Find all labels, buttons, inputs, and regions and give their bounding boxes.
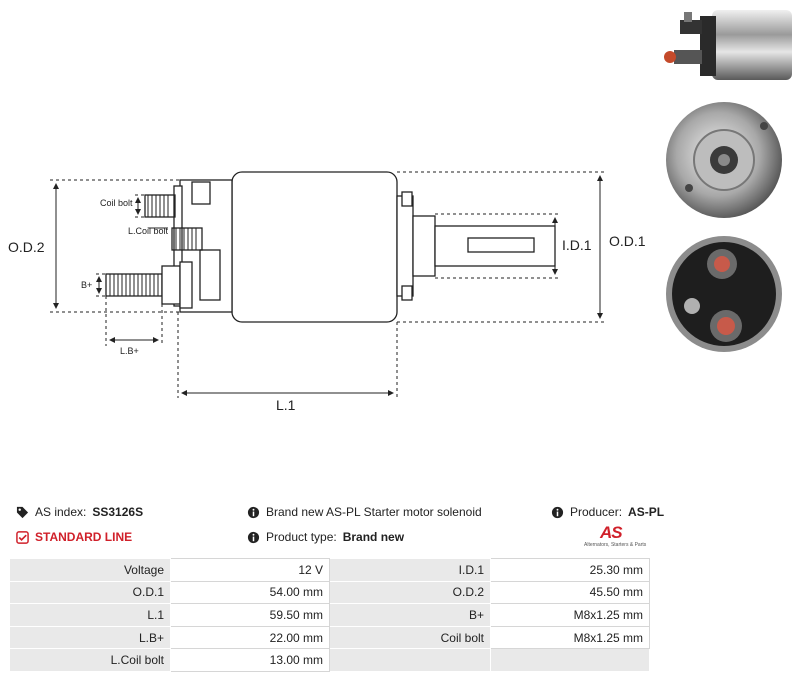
as-index-value: SS3126S [92, 505, 144, 519]
info-circle-icon [247, 531, 260, 543]
producer-row: Producer: AS-PL [551, 505, 664, 519]
product-type-value: Brand new [342, 530, 405, 544]
spec-value: 12 V [170, 558, 330, 582]
tags-icon [16, 506, 29, 518]
standard-line-badge: STANDARD LINE [16, 530, 132, 544]
check-square-icon [16, 530, 29, 544]
as-pl-logo: AS Alternators, Starters & Parts [584, 523, 650, 551]
info-circle-icon [551, 506, 564, 518]
photo-terminal-view [664, 230, 784, 358]
spec-key: B+ [329, 603, 491, 627]
spec-value: 25.30 mm [490, 558, 650, 582]
spec-key: I.D.1 [329, 558, 491, 582]
description-row: Brand new AS-PL Starter motor solenoid [247, 505, 482, 519]
spec-value: 59.50 mm [170, 603, 330, 627]
spec-key: Voltage [9, 558, 171, 582]
l-coil-bolt-label: L.Coil bolt [128, 226, 169, 236]
b-plus-label: B+ [81, 280, 92, 290]
spec-key [329, 648, 491, 672]
info-circle-icon [247, 506, 260, 518]
producer-value: AS-PL [628, 505, 665, 519]
product-type-row: Product type: Brand new [247, 530, 404, 544]
l-b-plus-label: L.B+ [120, 346, 139, 356]
spec-value: M8x1.25 mm [490, 625, 650, 650]
spec-key: Coil bolt [329, 625, 491, 650]
logo-tagline: Alternators, Starters & Parts [584, 542, 647, 548]
coil-bolt-label: Coil bolt [100, 198, 133, 208]
spec-key: O.D.2 [329, 580, 491, 605]
photo-front-view [664, 96, 784, 224]
spec-key: L.B+ [9, 625, 171, 650]
spec-value: 22.00 mm [170, 625, 330, 650]
od2-label: O.D.2 [8, 239, 45, 255]
product-description: Brand new AS-PL Starter motor solenoid [266, 505, 482, 519]
photo-side-view [660, 2, 798, 92]
standard-line-label: STANDARD LINE [35, 530, 133, 544]
spec-key: L.Coil bolt [9, 648, 171, 672]
spec-value [490, 648, 650, 672]
spec-value: 45.50 mm [490, 580, 650, 605]
technical-drawing: O.D.2 O.D.1 I.D.1 L.1 Coil bolt L.Coil b… [8, 171, 646, 413]
spec-value: 13.00 mm [170, 648, 330, 672]
spec-key: L.1 [9, 603, 171, 627]
spec-key: O.D.1 [9, 580, 171, 605]
od1-label: O.D.1 [609, 233, 646, 249]
l1-label: L.1 [276, 397, 296, 413]
logo-mark: AS [600, 523, 623, 542]
id1-label: I.D.1 [562, 237, 592, 253]
spec-value: 54.00 mm [170, 580, 330, 605]
as-index-row: AS index: SS3126S [16, 505, 143, 519]
spec-value: M8x1.25 mm [490, 603, 650, 627]
producer-label: Producer: [570, 505, 623, 519]
product-type-label: Product type: [266, 530, 337, 544]
as-index-label: AS index: [35, 505, 87, 519]
